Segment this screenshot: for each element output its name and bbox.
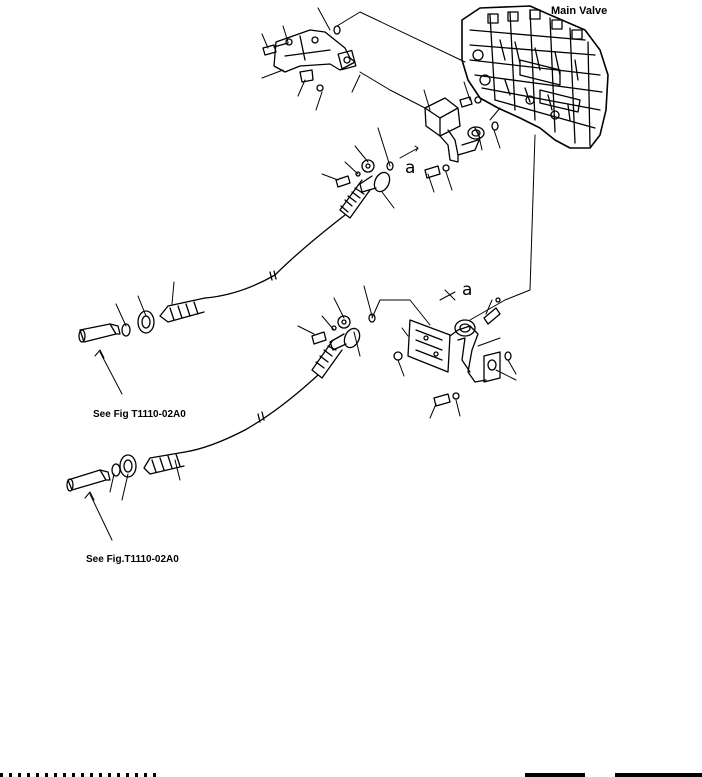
upper-bracket [262, 25, 357, 92]
upper-hose [204, 159, 391, 299]
main-valve [461, 5, 609, 149]
see-fig-lower-label: See Fig.T1110-02A0 [86, 554, 179, 565]
footer-mark-left [0, 773, 160, 777]
leader-lines [84, 7, 536, 541]
ref-a-lower-label: a [462, 280, 473, 300]
footer-mark-mid [525, 773, 585, 777]
upper-left-fitting [78, 297, 206, 343]
upper-flange-block [386, 96, 499, 179]
main-valve-label: Main Valve [551, 5, 608, 17]
see-fig-upper-label: See Fig T1110-02A0 [93, 409, 186, 420]
footer-strip [0, 771, 702, 777]
lower-left-fitting [66, 451, 186, 492]
lower-hose [184, 315, 361, 453]
lower-flange-assembly [368, 297, 512, 407]
footer-mark-right [615, 773, 702, 777]
ref-a-upper-label: a [405, 158, 416, 178]
